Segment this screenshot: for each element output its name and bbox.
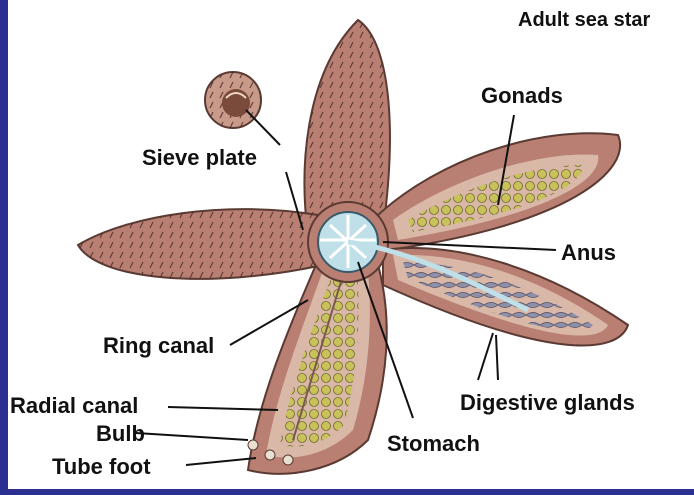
digestive-glands-label: Digestive glands xyxy=(460,392,635,414)
diagram-panel: Adult sea star Sieve plate Gonads Anus R… xyxy=(8,0,694,489)
leader-digestive-1 xyxy=(478,333,493,380)
sieve-plate-label: Sieve plate xyxy=(142,147,257,169)
anus-label: Anus xyxy=(561,242,616,264)
arm-left xyxy=(78,209,323,279)
title-label: Adult sea star xyxy=(518,10,650,30)
leader-bulb xyxy=(136,433,248,440)
arm-bottom xyxy=(248,260,387,474)
sieve-plate-inset xyxy=(205,72,261,128)
radial-canal-label: Radial canal xyxy=(10,395,138,417)
leader-digestive-2 xyxy=(496,335,498,380)
tube-foot-label: Tube foot xyxy=(52,456,151,478)
leader-sieve-inset xyxy=(246,110,280,145)
stomach-label: Stomach xyxy=(387,433,480,455)
bulb-label: Bulb xyxy=(96,423,145,445)
ring-canal-label: Ring canal xyxy=(103,335,214,357)
arm-upper-right xyxy=(378,133,620,250)
leader-tube-foot xyxy=(186,458,256,465)
gonads-label: Gonads xyxy=(481,85,563,107)
